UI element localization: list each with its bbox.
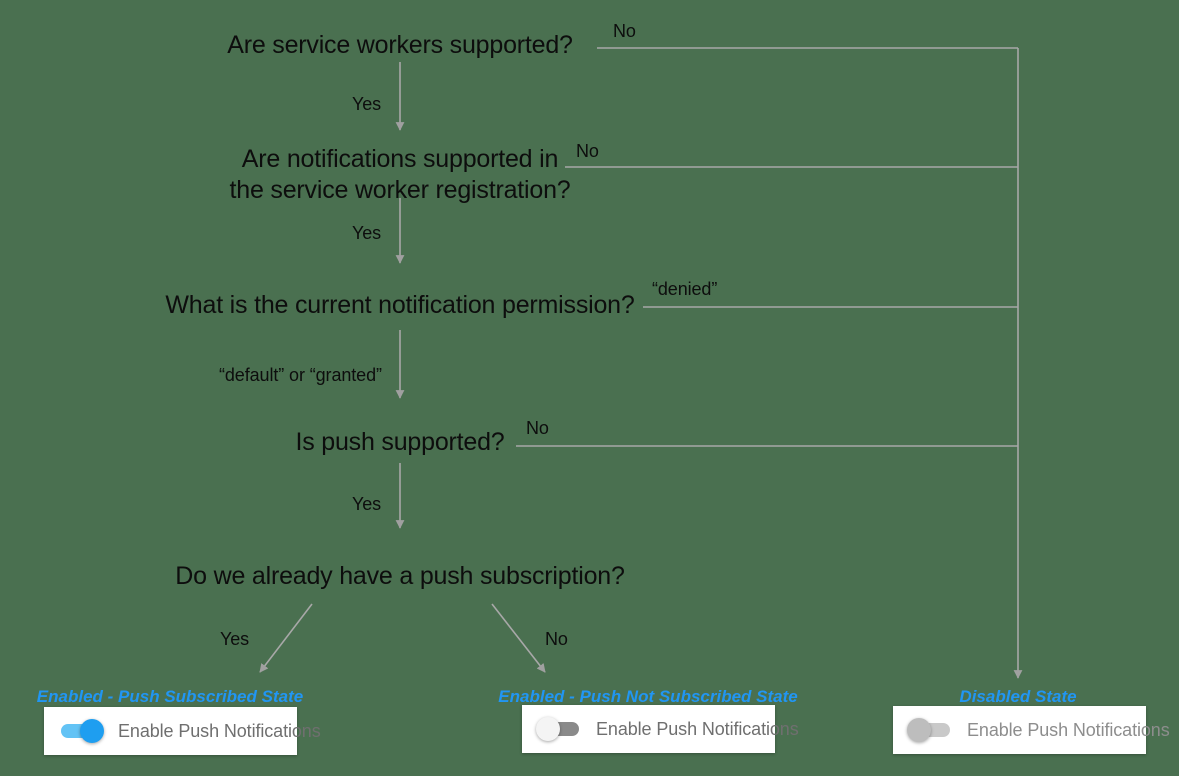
push-toggle-off[interactable]: [536, 717, 582, 741]
push-toggle-disabled: [907, 718, 953, 742]
edge-label-q2-no: No: [576, 141, 599, 161]
toggle-knob: [80, 719, 104, 743]
node-is-push-supported: Is push supported?: [295, 428, 505, 456]
node-line-2: the service worker registration?: [229, 176, 571, 204]
node-are-notifications-supported: Are notifications supported in the servi…: [200, 144, 600, 206]
edge-label-q4-yes: Yes: [352, 494, 382, 514]
toggle-card-enabled-push-subscribed[interactable]: Enable Push Notifications: [44, 707, 321, 755]
edge-label-q4-no: No: [526, 418, 549, 438]
edge-label-q3-denied: “denied”: [652, 279, 718, 299]
edge-q5-no: [491, 603, 546, 673]
edge-label-q1-no: No: [613, 21, 636, 41]
state-label-enabled-push-subscribed: Enabled - Push Subscribed State: [36, 687, 304, 706]
edge-q5-yes: [259, 603, 313, 673]
toggle-label: Enable Push Notifications: [118, 720, 321, 741]
state-label-enabled-push-not-subscribed: Enabled - Push Not Subscribed State: [498, 687, 798, 706]
node-are-service-workers-supported: Are service workers supported?: [227, 31, 573, 59]
push-toggle-on[interactable]: [58, 719, 104, 743]
toggle-knob: [536, 717, 560, 741]
toggle-label: Enable Push Notifications: [967, 719, 1170, 740]
edge-label-q5-yes: Yes: [220, 629, 250, 649]
node-line-1: Are notifications supported in: [241, 145, 559, 173]
toggle-card-disabled: Enable Push Notifications: [893, 706, 1170, 754]
edge-label-q1-yes: Yes: [352, 94, 382, 114]
edge-label-q3-default-granted: “default” or “granted”: [219, 365, 382, 385]
node-do-we-already-have-push-subscription: Do we already have a push subscription?: [175, 562, 625, 590]
edge-label-q2-yes: Yes: [352, 223, 382, 243]
toggle-card-enabled-push-not-subscribed[interactable]: Enable Push Notifications: [522, 705, 799, 753]
toggle-label: Enable Push Notifications: [596, 718, 799, 739]
node-what-is-current-notification-permission: What is the current notification permiss…: [165, 291, 635, 319]
edge-label-q5-no: No: [545, 629, 568, 649]
toggle-knob: [907, 718, 931, 742]
state-label-disabled: Disabled State: [959, 687, 1077, 706]
